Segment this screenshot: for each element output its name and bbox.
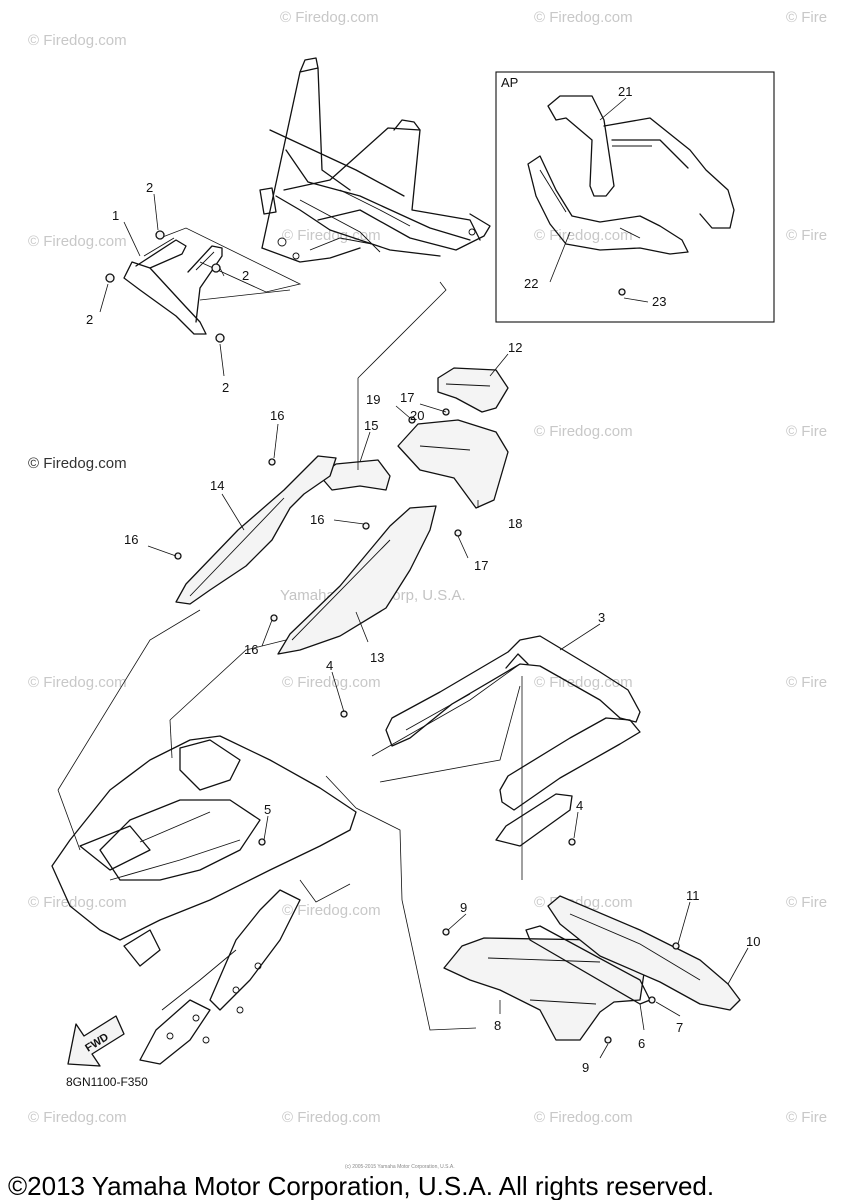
callout-13: 13 bbox=[370, 650, 384, 665]
part-footrest-group bbox=[442, 895, 741, 1044]
part-front-bumper bbox=[105, 227, 302, 343]
watermark: © Firedog.com bbox=[534, 674, 633, 691]
watermark: © Firedog.com bbox=[28, 1109, 127, 1126]
footer-fineprint: (c) 2005-2015 Yamaha Motor Corporation, … bbox=[345, 1164, 455, 1170]
watermark: © Firedog.com bbox=[28, 32, 127, 49]
part-side-covers bbox=[174, 455, 437, 655]
fwd-arrow: FWD bbox=[67, 1015, 125, 1067]
callout-21: 21 bbox=[618, 84, 632, 99]
frame-lower bbox=[51, 609, 477, 1065]
watermark: © Firedog.com bbox=[534, 227, 633, 244]
callout-4: 4 bbox=[576, 798, 583, 813]
callout-16: 16 bbox=[270, 408, 284, 423]
callout-14: 14 bbox=[210, 478, 224, 493]
watermark: © Firedog.com bbox=[534, 1109, 633, 1126]
callout-16: 16 bbox=[310, 512, 324, 527]
watermark: © Firedog.com bbox=[28, 894, 127, 911]
watermark: © Fire bbox=[786, 423, 827, 440]
callout-22: 22 bbox=[524, 276, 538, 291]
callout-9: 9 bbox=[582, 1060, 589, 1075]
inset-ap: AP bbox=[495, 71, 775, 323]
callout-20: 20 bbox=[410, 408, 424, 423]
callout-9: 9 bbox=[460, 900, 467, 915]
callout-2: 2 bbox=[242, 268, 249, 283]
part-rear-cover-group bbox=[319, 281, 509, 537]
watermark: © Firedog.com bbox=[28, 233, 127, 250]
watermark: © Fire bbox=[786, 227, 827, 244]
callout-4: 4 bbox=[326, 658, 333, 673]
callout-2: 2 bbox=[222, 380, 229, 395]
callout-5: 5 bbox=[264, 802, 271, 817]
callout-17: 17 bbox=[474, 558, 488, 573]
watermark: © Fire bbox=[786, 9, 827, 26]
callout-2: 2 bbox=[86, 312, 93, 327]
watermark-layer: © Firedog.com © Firedog.com © Firedog.co… bbox=[28, 9, 827, 1126]
callout-2: 2 bbox=[146, 180, 153, 195]
watermark: © Fire bbox=[786, 894, 827, 911]
leader-lines bbox=[99, 97, 749, 1059]
callouts: 1 2 2 2 2 3 4 4 5 6 7 8 9 9 10 11 12 13 … bbox=[86, 84, 760, 1075]
watermark: © Fire bbox=[786, 674, 827, 691]
inset-label: AP bbox=[501, 75, 518, 90]
callout-3: 3 bbox=[598, 610, 605, 625]
callout-10: 10 bbox=[746, 934, 760, 949]
watermark: © Firedog.com bbox=[282, 1109, 381, 1126]
watermark: © Firedog.com bbox=[534, 423, 633, 440]
watermark: © Fire bbox=[786, 1109, 827, 1126]
diagram-code: 8GN1100-F350 bbox=[66, 1075, 148, 1089]
callout-1: 1 bbox=[112, 208, 119, 223]
callout-12: 12 bbox=[508, 340, 522, 355]
callout-19: 19 bbox=[366, 392, 380, 407]
callout-11: 11 bbox=[686, 888, 700, 903]
callout-6: 6 bbox=[638, 1036, 645, 1051]
part-rear-bumper bbox=[340, 635, 641, 880]
callout-15: 15 bbox=[364, 418, 378, 433]
watermark: © Firedog.com bbox=[282, 674, 381, 691]
callout-16: 16 bbox=[124, 532, 138, 547]
callout-16: 16 bbox=[244, 642, 258, 657]
callout-8: 8 bbox=[494, 1018, 501, 1033]
watermark: © Firedog.com bbox=[534, 9, 633, 26]
callout-23: 23 bbox=[652, 294, 666, 309]
callout-17: 17 bbox=[400, 390, 414, 405]
callout-7: 7 bbox=[676, 1020, 683, 1035]
watermark: © Firedog.com bbox=[280, 9, 379, 26]
watermark: © Firedog.com bbox=[28, 455, 127, 472]
watermark: © Firedog.com bbox=[282, 902, 381, 919]
watermark: © Firedog.com bbox=[282, 227, 381, 244]
watermark: © Firedog.com bbox=[28, 674, 127, 691]
footer-copyright: ©2013 Yamaha Motor Corporation, U.S.A. A… bbox=[8, 1171, 714, 1200]
frame-upper bbox=[259, 57, 491, 263]
callout-18: 18 bbox=[508, 516, 522, 531]
